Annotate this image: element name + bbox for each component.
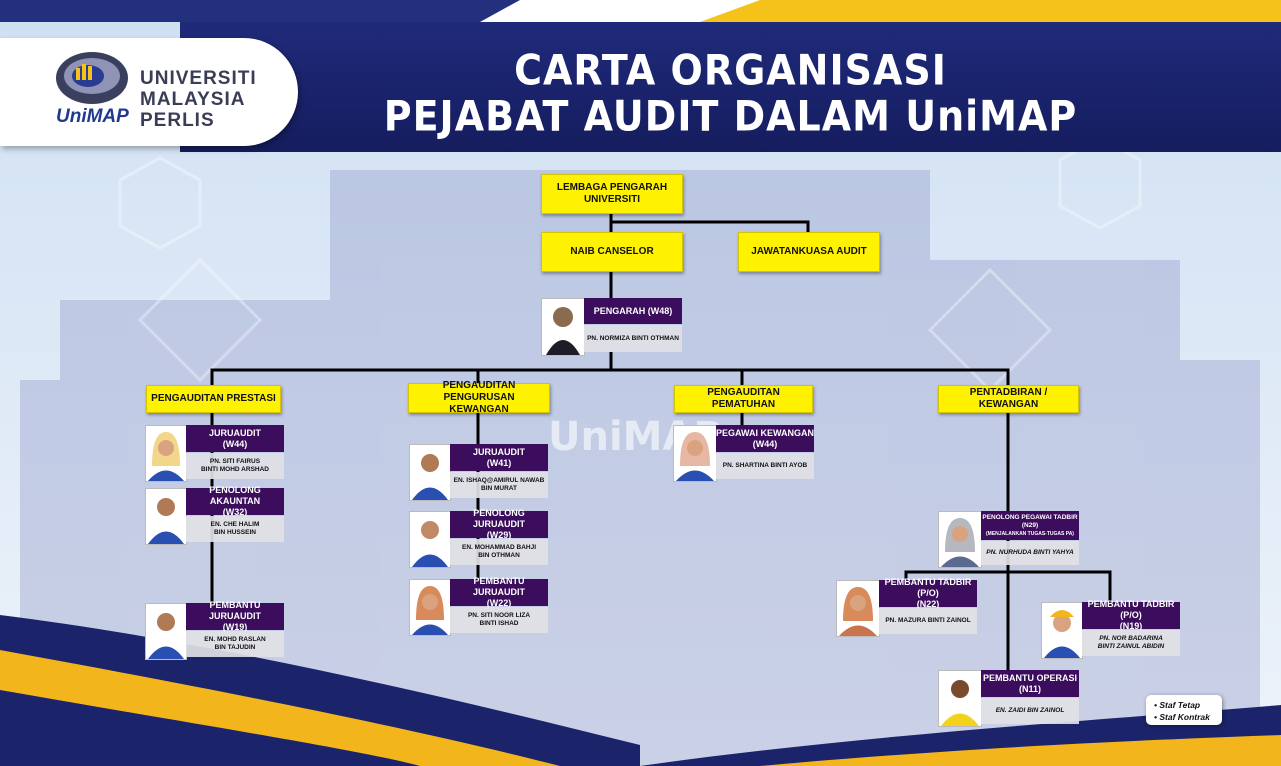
university-logo: UniMAP UNIVERSITI MALAYSIA PERLIS — [0, 38, 298, 146]
legend: • Staf Tetap • Staf Kontrak — [1146, 695, 1222, 725]
division-pematuhan: PENGAUDITAN PEMATUHAN — [674, 385, 813, 413]
staff-title: JURUAUDIT(W44) — [186, 425, 284, 452]
staff-title: PEMBANTU TADBIR (P/O)(N22) — [879, 577, 977, 609]
staff-title: PEMBANTU JURUAUDIT(W22) — [450, 576, 548, 608]
staff-title: PEMBANTU OPERASI(N11) — [981, 670, 1079, 697]
staff-photo — [673, 425, 717, 482]
audit-committee-box: JAWATANKUASA AUDIT — [738, 232, 880, 272]
staff-photo — [145, 425, 187, 482]
staff-name: PN. NURHUDA BINTI YAHYA — [981, 541, 1079, 565]
legend-item-contract: • Staf Kontrak — [1154, 712, 1210, 722]
division-pengurusan-line-2: KEWANGAN — [449, 404, 509, 415]
staff-title: PENOLONG JURUAUDIT(W29) — [450, 508, 548, 540]
title-banner: CARTA ORGANISASI PEJABAT AUDIT DALAM Uni… — [180, 22, 1281, 152]
staff-title: PEGAWAI KEWANGAN(W44) — [716, 425, 814, 452]
staff-photo — [145, 488, 187, 545]
staff-photo — [145, 603, 187, 660]
staff-photo — [409, 444, 451, 501]
logo-line-1: UNIVERSITI — [140, 68, 257, 89]
logo-mark: UniMAP — [56, 106, 129, 127]
division-pengurusan-kewangan: PENGAUDITAN PENGURUSAN KEWANGAN — [408, 380, 550, 415]
division-pengurusan-line-1: PENGAUDITAN PENGURUSAN — [442, 380, 516, 403]
staff-title: PEMBANTU TADBIR (P/O)(N19) — [1082, 599, 1180, 631]
staff-photo — [409, 511, 451, 568]
page-title: CARTA ORGANISASI — [514, 45, 947, 95]
staff-name: PN. MAZURA BINTI ZAINOL — [879, 608, 977, 634]
legend-item-permanent: • Staf Tetap — [1154, 700, 1201, 710]
logo-line-3: PERLIS — [140, 110, 215, 131]
director-title: PENGARAH (W48) — [584, 298, 682, 324]
staff-photo — [409, 579, 451, 636]
staff-photo — [938, 511, 982, 568]
staff-photo — [938, 670, 982, 727]
staff-title: PEMBANTU JURUAUDIT(W19) — [186, 600, 284, 632]
logo-emblem-icon — [56, 52, 128, 104]
director-name: PN. NORMIZA BINTI OTHMAN — [584, 325, 682, 352]
staff-title: PENOLONG PEGAWAI TADBIR(N29)(MENJALANKAN… — [981, 511, 1079, 540]
board-of-directors-box: LEMBAGA PENGARAH UNIVERSITI — [541, 174, 683, 214]
staff-title: JURUAUDIT(W41) — [450, 444, 548, 471]
division-pentadbiran-kewangan: PENTADBIRAN / KEWANGAN — [938, 385, 1079, 413]
staff-name: EN. ZAIDI BIN ZAINOL — [981, 698, 1079, 724]
director-photo — [541, 298, 585, 356]
staff-title: PENOLONG AKAUNTAN(W32) — [186, 485, 284, 517]
staff-photo — [836, 580, 880, 637]
logo-line-2: MALAYSIA — [140, 89, 246, 110]
division-prestasi: PENGAUDITAN PRESTASI — [146, 385, 281, 413]
staff-name: PN. SHARTINA BINTI AYOB — [716, 453, 814, 479]
staff-photo — [1041, 602, 1083, 659]
vice-chancellor-box: NAIB CANSELOR — [541, 232, 683, 272]
page-subtitle: PEJABAT AUDIT DALAM UniMAP — [383, 91, 1078, 141]
